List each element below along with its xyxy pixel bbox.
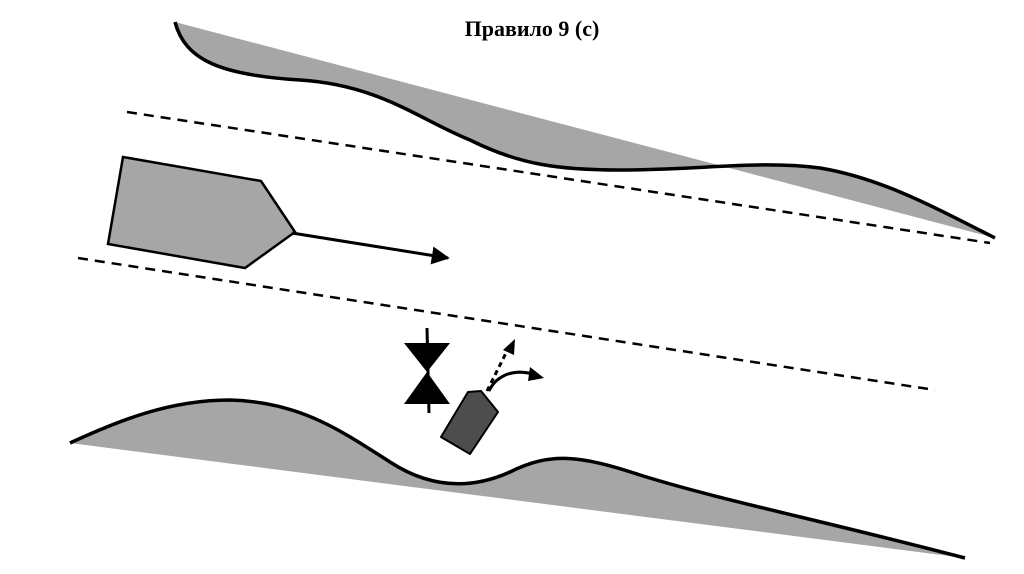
- small-vessel-turn-arrow: [487, 370, 534, 392]
- lower-shore-line: [69, 398, 966, 560]
- upper-shore-fill: [175, 22, 995, 238]
- fairway-boundary-lower: [77, 256, 936, 392]
- slide-title: Правило 9 (с): [464, 16, 600, 41]
- turn-arrowhead: [528, 367, 544, 381]
- hourglass-signal-icon: [404, 327, 450, 414]
- fairway-boundary-upper: [126, 110, 991, 245]
- large-vessel-heading-arrow: [291, 231, 450, 265]
- small-vessel: [440, 390, 499, 455]
- small-vessel-intended-course: [485, 346, 511, 392]
- large-vessel: [106, 155, 297, 270]
- lower-shore-fill: [70, 400, 965, 558]
- intended-course-arrowhead: [503, 339, 515, 355]
- upper-shore-line: [173, 21, 996, 240]
